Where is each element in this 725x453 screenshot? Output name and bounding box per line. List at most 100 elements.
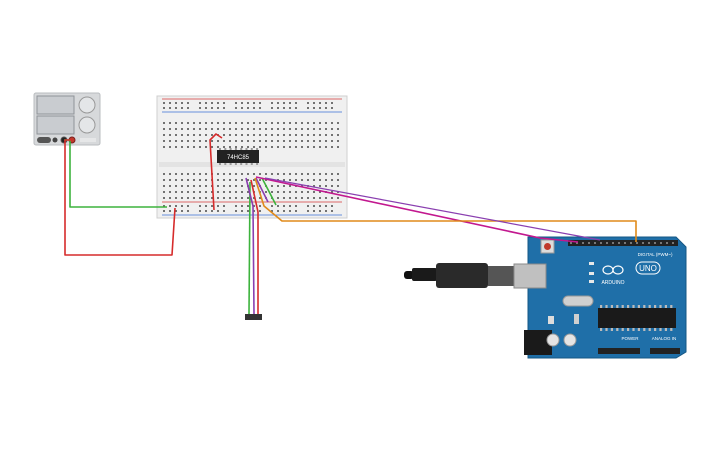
breadboard-hole[interactable] — [307, 102, 309, 104]
breadboard-hole[interactable] — [313, 140, 315, 142]
breadboard-hole[interactable] — [271, 128, 273, 130]
breadboard-hole[interactable] — [229, 140, 231, 142]
breadboard-hole[interactable] — [163, 197, 165, 199]
breadboard-hole[interactable] — [313, 107, 315, 109]
breadboard-hole[interactable] — [187, 210, 189, 212]
breadboard-hole[interactable] — [331, 146, 333, 148]
breadboard-hole[interactable] — [295, 173, 297, 175]
breadboard-hole[interactable] — [247, 205, 249, 207]
breadboard-hole[interactable] — [253, 122, 255, 124]
breadboard-hole[interactable] — [235, 197, 237, 199]
breadboard-hole[interactable] — [253, 134, 255, 136]
breadboard-hole[interactable] — [187, 197, 189, 199]
wire-component-purple[interactable] — [245, 177, 255, 315]
breadboard-hole[interactable] — [301, 197, 303, 199]
breadboard-hole[interactable] — [175, 140, 177, 142]
breadboard-hole[interactable] — [211, 210, 213, 212]
breadboard-hole[interactable] — [217, 128, 219, 130]
breadboard-hole[interactable] — [247, 197, 249, 199]
breadboard-hole[interactable] — [259, 102, 261, 104]
breadboard-hole[interactable] — [199, 205, 201, 207]
breadboard-hole[interactable] — [199, 191, 201, 193]
breadboard-hole[interactable] — [181, 102, 183, 104]
breadboard-hole[interactable] — [247, 128, 249, 130]
breadboard-hole[interactable] — [163, 134, 165, 136]
breadboard-hole[interactable] — [325, 197, 327, 199]
breadboard-hole[interactable] — [325, 128, 327, 130]
breadboard-hole[interactable] — [205, 185, 207, 187]
breadboard-hole[interactable] — [337, 140, 339, 142]
breadboard-hole[interactable] — [235, 102, 237, 104]
breadboard-hole[interactable] — [337, 122, 339, 124]
breadboard-hole[interactable] — [217, 173, 219, 175]
breadboard-hole[interactable] — [307, 140, 309, 142]
breadboard-hole[interactable] — [277, 128, 279, 130]
breadboard-hole[interactable] — [277, 140, 279, 142]
breadboard-hole[interactable] — [199, 185, 201, 187]
breadboard-hole[interactable] — [259, 140, 261, 142]
breadboard-hole[interactable] — [235, 185, 237, 187]
breadboard-hole[interactable] — [307, 122, 309, 124]
breadboard-hole[interactable] — [211, 128, 213, 130]
breadboard-hole[interactable] — [271, 191, 273, 193]
breadboard-hole[interactable] — [295, 197, 297, 199]
breadboard-hole[interactable] — [235, 210, 237, 212]
breadboard-hole[interactable] — [289, 128, 291, 130]
breadboard-hole[interactable] — [223, 134, 225, 136]
breadboard-hole[interactable] — [223, 140, 225, 142]
breadboard-hole[interactable] — [199, 128, 201, 130]
breadboard-hole[interactable] — [325, 173, 327, 175]
breadboard-hole[interactable] — [163, 205, 165, 207]
breadboard-hole[interactable] — [175, 134, 177, 136]
wire-chip-vcc[interactable] — [209, 133, 223, 211]
breadboard-hole[interactable] — [181, 197, 183, 199]
breadboard-hole[interactable] — [229, 191, 231, 193]
breadboard-hole[interactable] — [259, 122, 261, 124]
breadboard-hole[interactable] — [247, 107, 249, 109]
breadboard-hole[interactable] — [331, 191, 333, 193]
breadboard-hole[interactable] — [319, 173, 321, 175]
breadboard-hole[interactable] — [175, 146, 177, 148]
breadboard-hole[interactable] — [313, 185, 315, 187]
breadboard-hole[interactable] — [331, 173, 333, 175]
breadboard-hole[interactable] — [163, 185, 165, 187]
wire-chip-to-arduino-purple[interactable] — [264, 177, 601, 241]
breadboard-hole[interactable] — [265, 134, 267, 136]
terminal-ground[interactable] — [52, 137, 58, 143]
breadboard-hole[interactable] — [277, 197, 279, 199]
breadboard-hole[interactable] — [271, 210, 273, 212]
breadboard-hole[interactable] — [229, 179, 231, 181]
breadboard-hole[interactable] — [193, 128, 195, 130]
breadboard-hole[interactable] — [307, 197, 309, 199]
breadboard-hole[interactable] — [265, 146, 267, 148]
breadboard-hole[interactable] — [169, 179, 171, 181]
breadboard-hole[interactable] — [163, 179, 165, 181]
breadboard-hole[interactable] — [283, 210, 285, 212]
breadboard-hole[interactable] — [235, 107, 237, 109]
breadboard-hole[interactable] — [199, 140, 201, 142]
breadboard-hole[interactable] — [217, 102, 219, 104]
breadboard-hole[interactable] — [187, 179, 189, 181]
breadboard-hole[interactable] — [301, 179, 303, 181]
breadboard-hole[interactable] — [295, 191, 297, 193]
breadboard-hole[interactable] — [319, 128, 321, 130]
breadboard-hole[interactable] — [247, 191, 249, 193]
breadboard-hole[interactable] — [319, 134, 321, 136]
breadboard-hole[interactable] — [187, 107, 189, 109]
breadboard-hole[interactable] — [289, 107, 291, 109]
breadboard-hole[interactable] — [277, 210, 279, 212]
breadboard-hole[interactable] — [205, 122, 207, 124]
breadboard-hole[interactable] — [247, 179, 249, 181]
breadboard-hole[interactable] — [319, 179, 321, 181]
breadboard-hole[interactable] — [283, 179, 285, 181]
breadboard-hole[interactable] — [283, 146, 285, 148]
wire-component-green[interactable] — [248, 181, 251, 315]
breadboard-hole[interactable] — [193, 191, 195, 193]
breadboard-hole[interactable] — [205, 107, 207, 109]
breadboard-hole[interactable] — [289, 205, 291, 207]
breadboard-hole[interactable] — [277, 107, 279, 109]
breadboard-hole[interactable] — [163, 128, 165, 130]
breadboard-hole[interactable] — [235, 191, 237, 193]
breadboard-hole[interactable] — [217, 185, 219, 187]
